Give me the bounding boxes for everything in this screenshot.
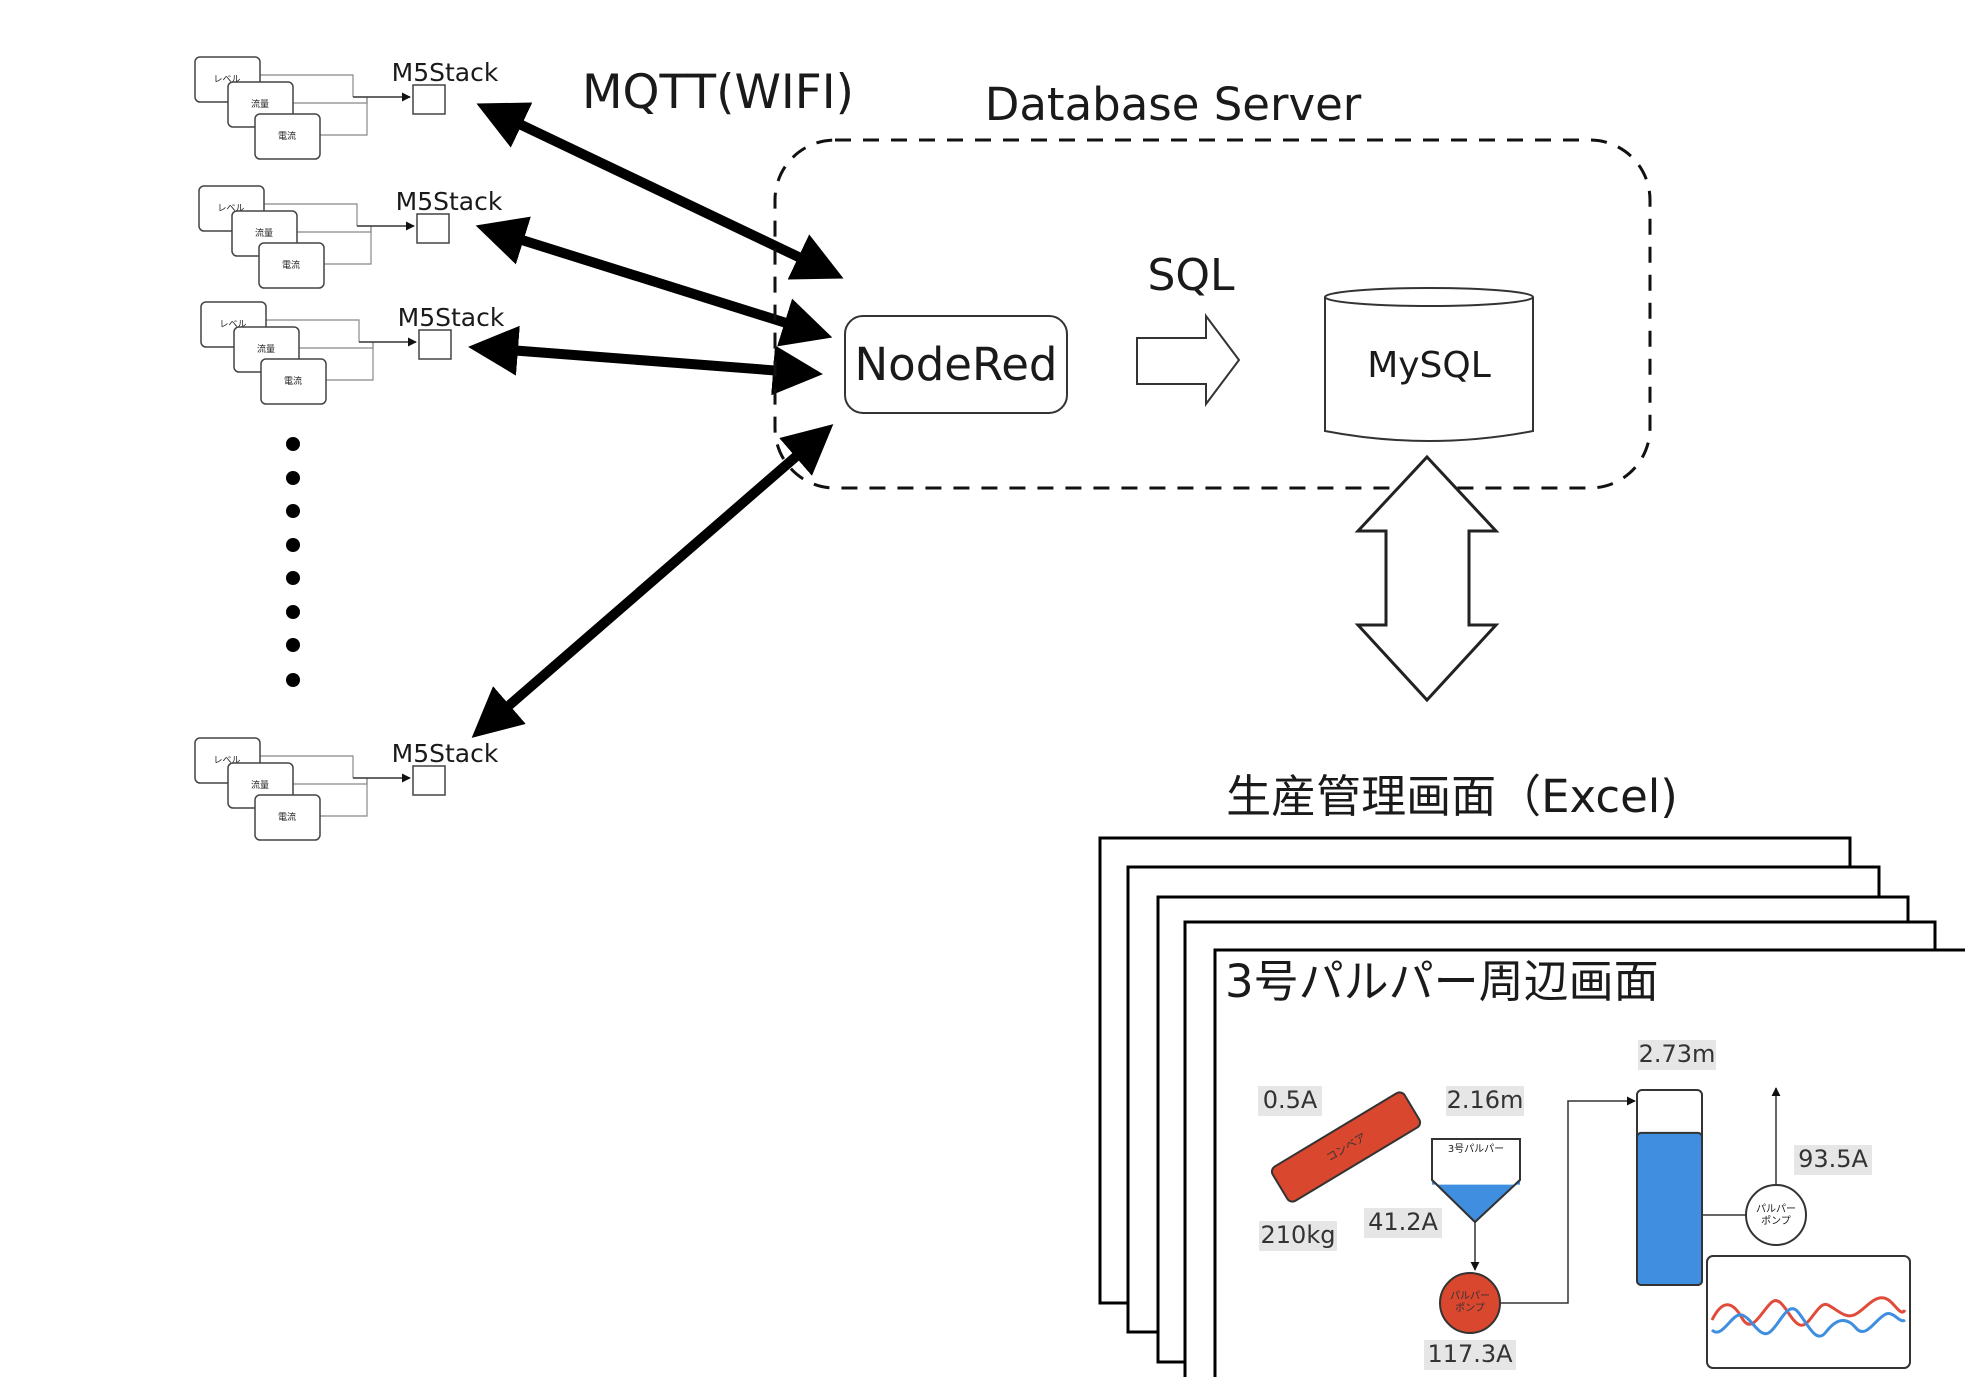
sensor-label: レベル	[213, 75, 240, 85]
sensor-box	[260, 358, 327, 405]
sql-label: SQL	[1147, 250, 1235, 301]
screen-title: 3号パルパー周辺画面	[1225, 955, 1659, 1008]
mqtt-label: MQTT(WIFI)	[582, 65, 854, 120]
sql-arrow	[1136, 313, 1241, 407]
mqtt-arrow-3	[468, 325, 823, 396]
mysql-label: MySQL	[1367, 345, 1491, 386]
pump-white-label-1: パルパー	[1756, 1203, 1796, 1215]
reading-conveyor-weight: 210kg	[1261, 1221, 1336, 1249]
m5stack-label: M5Stack	[392, 58, 499, 87]
m5stack-box	[412, 84, 446, 115]
pump-red-label-2: ポンプ	[1455, 1302, 1485, 1314]
sensor-label: 流量	[251, 779, 269, 791]
sensor-label: 流量	[251, 98, 269, 110]
sensor-box	[258, 242, 325, 289]
sensor-label: 電流	[282, 259, 300, 271]
m5stack-box	[412, 765, 446, 796]
m5stack-box	[416, 213, 450, 244]
sensor-groups: レベル流量電流M5Stackレベル流量電流M5Stackレベル流量電流M5Sta…	[194, 56, 505, 841]
sensor-label: レベル	[213, 756, 240, 766]
sensor-label: レベル	[219, 320, 246, 330]
nodered-box	[844, 315, 1068, 414]
sensor-label: 電流	[284, 375, 302, 387]
database-server-boundary	[773, 138, 1652, 490]
sensor-label: レベル	[217, 204, 244, 214]
sensor-label: 流量	[257, 343, 275, 355]
m5stack-label: M5Stack	[392, 739, 499, 768]
reading-tank-level: 2.73m	[1639, 1040, 1716, 1068]
trend-chart-box	[1706, 1255, 1911, 1369]
db-excel-double-arrow	[1354, 454, 1500, 703]
sensor-box	[254, 794, 321, 841]
pump-white-label-2: ポンプ	[1761, 1215, 1791, 1227]
m5stack-label: M5Stack	[396, 187, 503, 216]
m5stack-label: M5Stack	[398, 303, 505, 332]
pulper-tank	[1431, 1138, 1521, 1224]
sensor-label: 電流	[278, 811, 296, 823]
ellipsis-dots	[286, 437, 300, 687]
reading-pulper-level: 2.16m	[1447, 1086, 1524, 1114]
sensor-label: 流量	[255, 227, 273, 239]
mysql-cylinder	[1324, 287, 1534, 442]
pulper-fill	[1432, 1180, 1520, 1222]
trend-line-red	[1710, 1296, 1907, 1327]
mqtt-arrows	[468, 102, 844, 738]
nodered-label: NodeRed	[855, 338, 1058, 391]
storage-tank-fill	[1636, 1131, 1703, 1287]
sensor-box	[254, 113, 321, 160]
pump-red-label-1: パルパー	[1450, 1290, 1490, 1302]
reading-pulper-current: 41.2A	[1368, 1208, 1438, 1236]
m5stack-box	[418, 329, 452, 360]
conveyor	[1270, 1091, 1422, 1203]
mqtt-arrow-4	[471, 424, 834, 738]
reading-pump2-current: 93.5A	[1798, 1145, 1868, 1173]
database-server-label: Database Server	[985, 78, 1362, 131]
reading-conveyor-current: 0.5A	[1263, 1086, 1318, 1114]
sensor-label: 電流	[278, 130, 296, 142]
reading-pump-current: 117.3A	[1427, 1340, 1513, 1368]
mqtt-arrow-2	[475, 216, 833, 347]
trend-line-blue	[1710, 1307, 1906, 1338]
pulper-pump-white	[1745, 1184, 1807, 1246]
excel-caption: 生産管理画面（Excel)	[1226, 770, 1678, 823]
pulper-label: 3号パルパー	[1448, 1143, 1504, 1155]
